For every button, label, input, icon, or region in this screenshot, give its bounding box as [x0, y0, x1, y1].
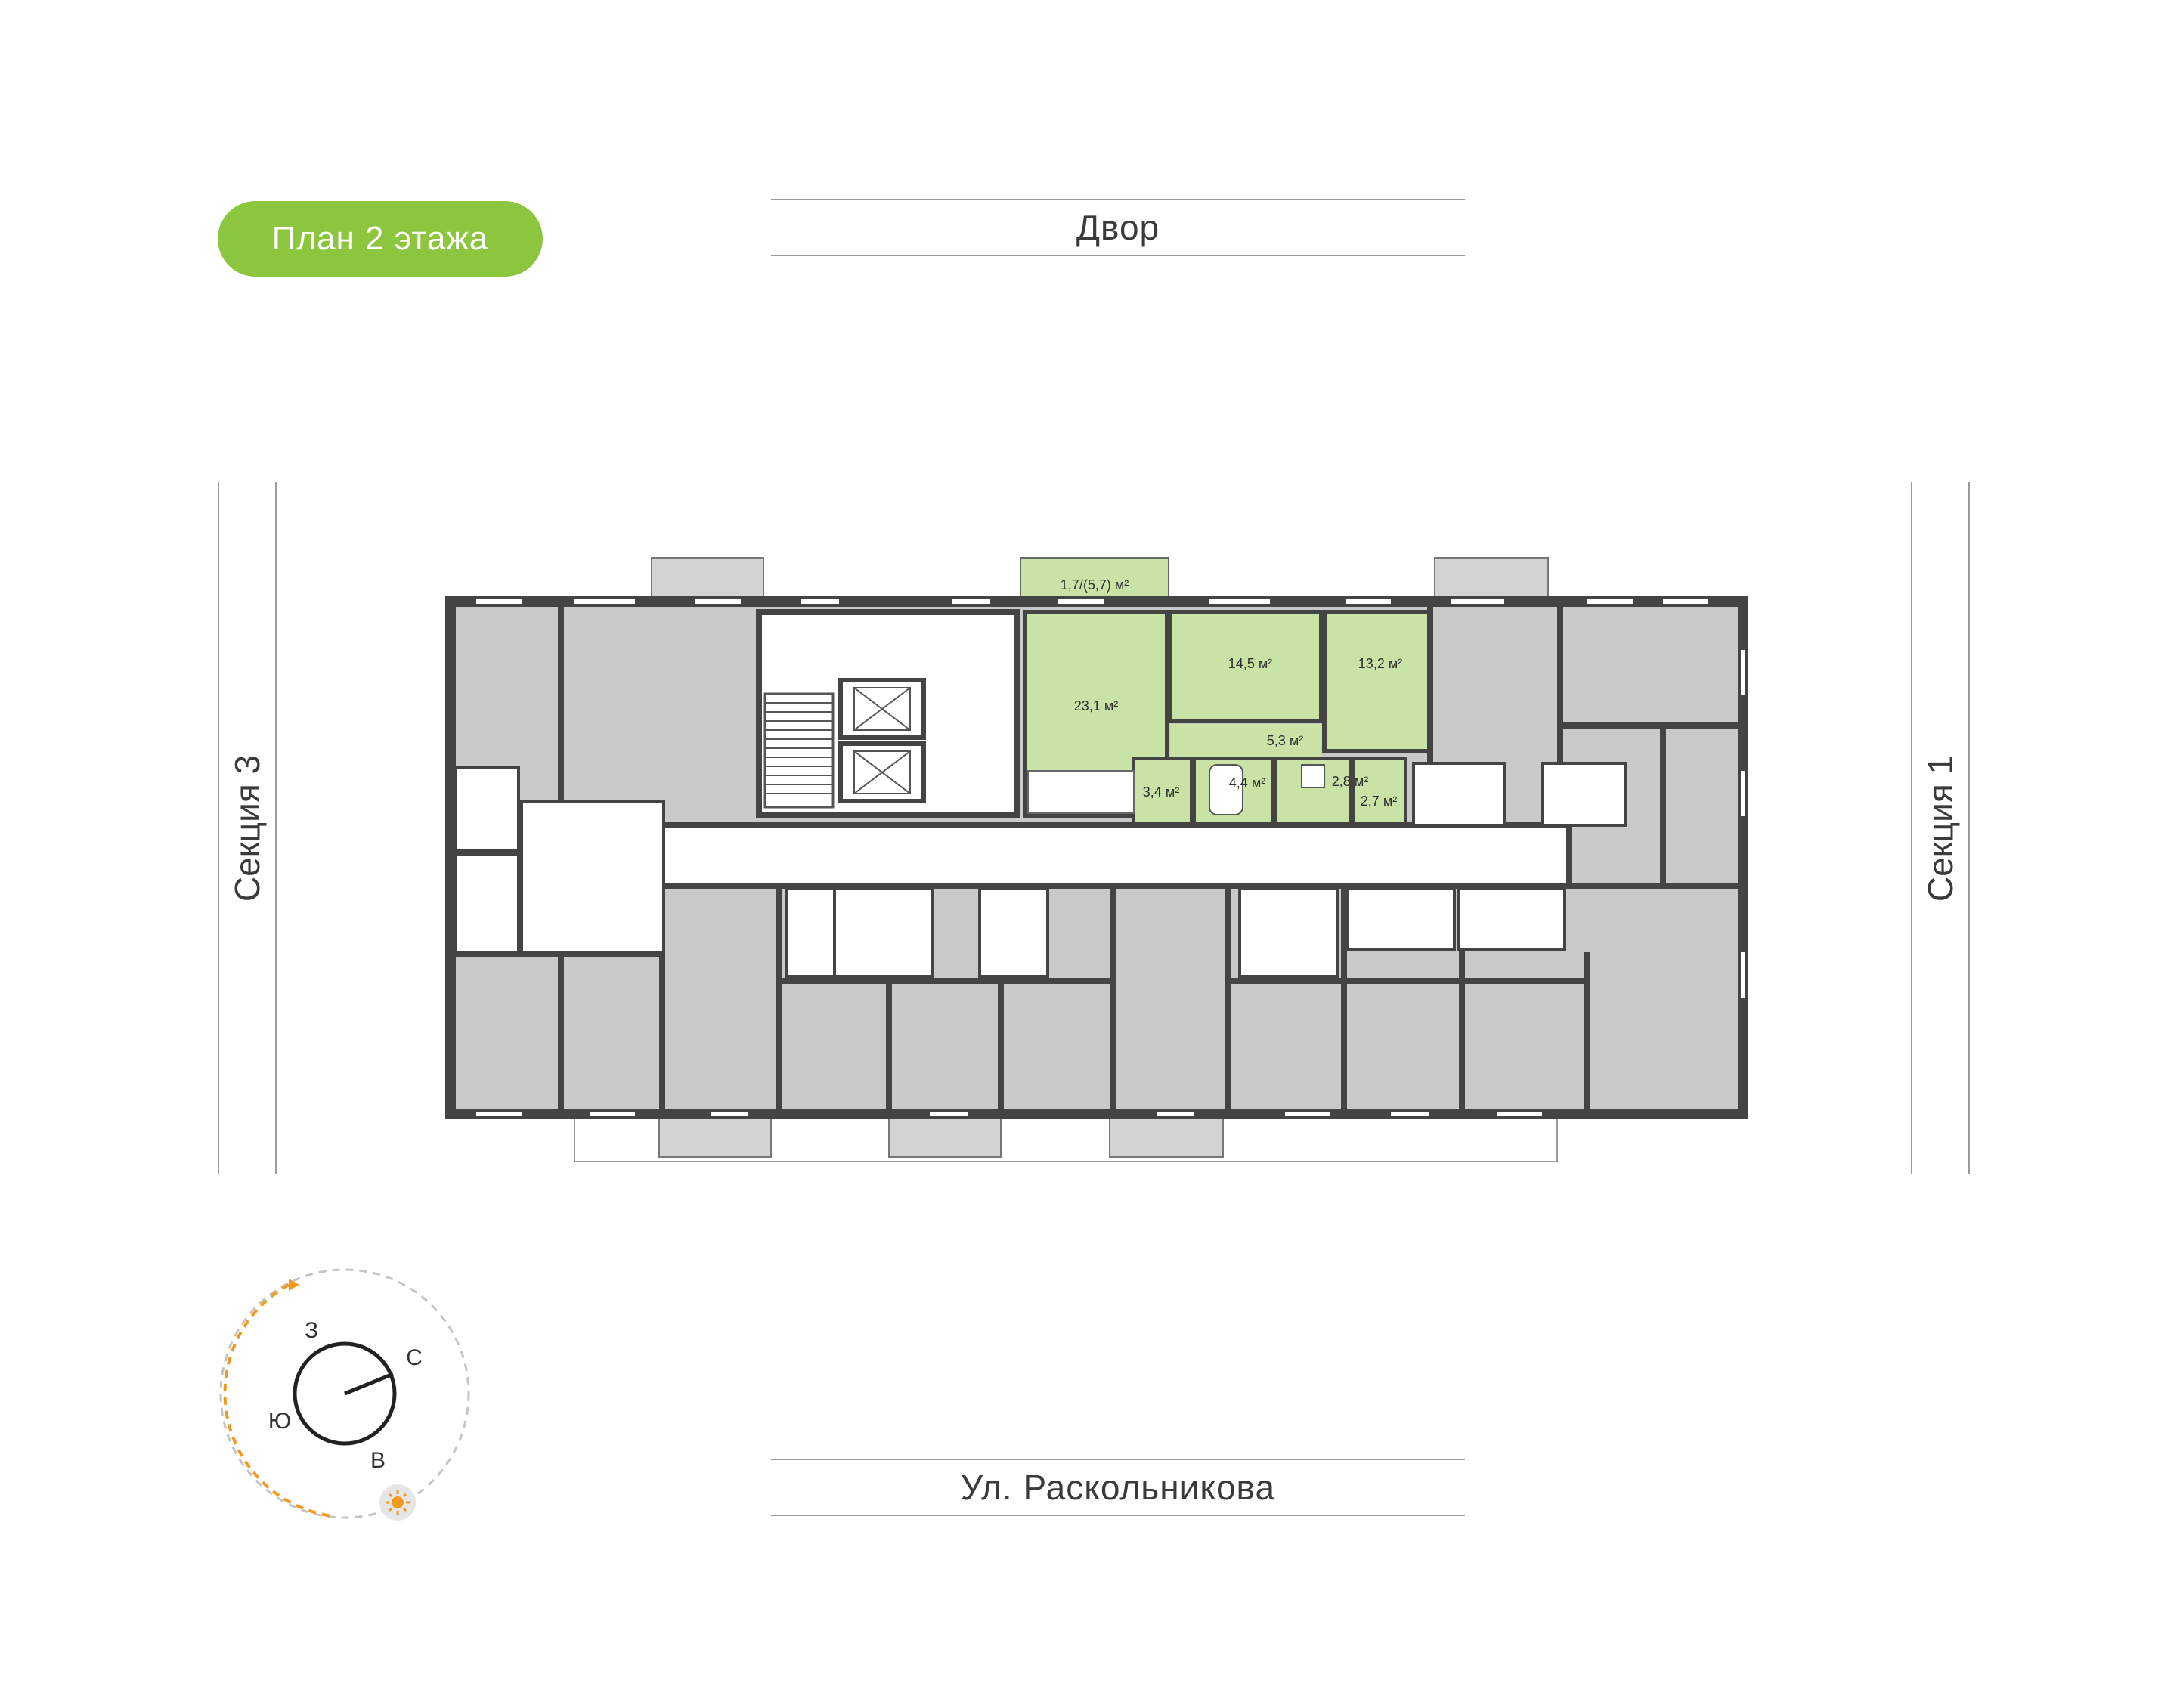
- area-bathroom: 4,4 м²: [1229, 775, 1265, 791]
- balcony-highlighted[interactable]: [1020, 557, 1169, 602]
- room-storage[interactable]: [1352, 757, 1407, 825]
- room-bedroom-1[interactable]: [1168, 610, 1324, 723]
- hallway: [978, 887, 1049, 978]
- direction-north: С: [406, 1345, 423, 1370]
- room-bedroom-2[interactable]: [1322, 610, 1432, 753]
- compass: З С Ю В: [219, 1268, 470, 1521]
- area-hall: 5,3 м²: [1267, 733, 1303, 748]
- balcony[interactable]: [651, 557, 764, 602]
- area-entry: 3,4 м²: [1143, 784, 1179, 800]
- area-storage: 2,7 м²: [1361, 794, 1397, 809]
- direction-south: Ю: [268, 1409, 291, 1434]
- corridor: [659, 822, 1572, 889]
- sink: [1301, 764, 1325, 788]
- section-label-right: Секция 1: [1911, 482, 1970, 1174]
- section-label-left: Секция 3: [218, 482, 277, 1174]
- room-entry[interactable]: [1132, 757, 1193, 825]
- bathtub: [1209, 764, 1243, 815]
- floor-plan-title-text: План 2 этажа: [271, 220, 489, 257]
- area-balcony: 1,7/(5,7) м²: [1061, 577, 1129, 593]
- wet-room: [454, 852, 520, 954]
- direction-east: В: [370, 1448, 386, 1473]
- floor-plan-title: План 2 этажа: [218, 201, 543, 277]
- wet-room: [1238, 887, 1339, 978]
- compass-needle: [344, 1372, 394, 1396]
- balcony[interactable]: [1434, 557, 1549, 602]
- wet-room: [454, 766, 520, 852]
- area-bedroom-2: 13,2 м²: [1358, 656, 1402, 671]
- hallway: [520, 800, 665, 954]
- balcony[interactable]: [658, 1114, 772, 1158]
- wet-room: [1541, 762, 1627, 827]
- street-label-bottom: Ул. Раскольникова: [771, 1459, 1465, 1516]
- area-bedroom-1: 14,5 м²: [1228, 656, 1272, 671]
- wet-room: [1412, 762, 1506, 827]
- kitchen-counter: [1027, 770, 1135, 814]
- sun-icon: [379, 1484, 416, 1521]
- wet-room: [1346, 887, 1456, 951]
- area-wc: 2,8 м²: [1332, 774, 1368, 789]
- direction-west: З: [305, 1318, 318, 1343]
- balcony[interactable]: [888, 1114, 1002, 1158]
- area-living: 23,1 м²: [1074, 698, 1118, 713]
- sun-path: [223, 1283, 333, 1518]
- street-name-label: Ул. Раскольникова: [960, 1468, 1276, 1507]
- hallway: [1457, 887, 1566, 951]
- wet-room: [833, 887, 934, 978]
- balcony[interactable]: [1109, 1114, 1224, 1158]
- staircase: [763, 692, 835, 809]
- street-label-top: Двор: [771, 199, 1465, 256]
- courtyard-label: Двор: [1076, 208, 1160, 247]
- highlighted-apartment[interactable]: [1023, 610, 1432, 825]
